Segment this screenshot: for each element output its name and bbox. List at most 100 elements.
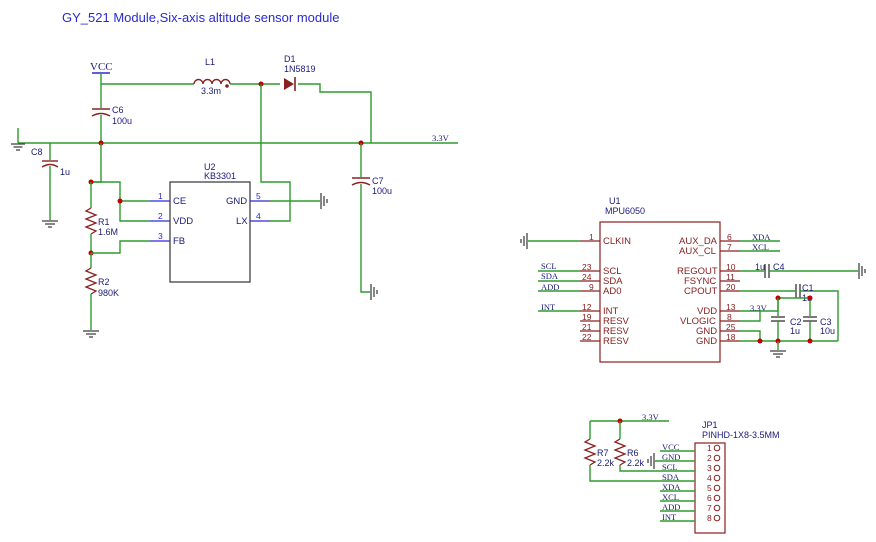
u1-pin-scl: SCL bbox=[603, 266, 621, 277]
u1-pin-1-num: 1 bbox=[589, 232, 594, 242]
jp1-pin-4-num: 4 bbox=[707, 473, 712, 483]
jp1-pin-7-icon bbox=[713, 504, 721, 512]
capacitor-c6: C6 100u bbox=[91, 84, 132, 143]
connector-jp1: JP1 PINHD-1X8-3.5MM 3.3V R7 2.2k R6 2.2k bbox=[583, 412, 780, 534]
u1-pin-sda: SDA bbox=[603, 276, 623, 287]
l1-value: 3.3m bbox=[201, 86, 221, 96]
wire-rail-divider bbox=[91, 143, 102, 183]
u1-pin-gnd-18: GND bbox=[696, 336, 717, 347]
u1-ref: U1 bbox=[609, 196, 621, 206]
r6-ref: R6 bbox=[627, 448, 639, 458]
net-int: INT bbox=[541, 302, 556, 312]
u2-pin-ce: CE bbox=[173, 196, 186, 207]
jp1-pin-5-num: 5 bbox=[707, 483, 712, 493]
jp1-value: PINHD-1X8-3.5MM bbox=[702, 430, 780, 440]
wire-u2-lx bbox=[260, 84, 291, 222]
u1-pin-cpout: CPOUT bbox=[684, 286, 717, 297]
l1-ref: L1 bbox=[205, 57, 215, 67]
resistor-r1: R1 1.6M bbox=[84, 182, 118, 253]
u1-pin-8-num: 8 bbox=[727, 312, 732, 322]
wire-d1-out bbox=[298, 83, 372, 143]
u2-ref: U2 bbox=[204, 162, 216, 172]
jp1-pin-2-num: 2 bbox=[707, 453, 712, 463]
u1-pin-24-num: 24 bbox=[582, 272, 592, 282]
ground-icon bbox=[770, 350, 786, 358]
r1-value: 1.6M bbox=[98, 227, 118, 237]
ic-u1-mpu6050: U1 MPU6050 1 23 24 9 12 19 21 22 CLKIN S… bbox=[580, 196, 740, 363]
u2-pin-4-num: 4 bbox=[256, 211, 261, 221]
u1-right-wiring: XDA XCL 1u C4 C1 1u 3.3V C2 1u bbox=[740, 232, 866, 358]
ic-u2-kb3301: U2 KB3301 1 2 3 CE VDD FB 5 4 GND LX bbox=[150, 162, 270, 283]
jp1-pin-1-num: 1 bbox=[707, 443, 712, 453]
u1-pin-aux-cl: AUX_CL bbox=[679, 246, 716, 257]
c7-ref: C7 bbox=[372, 176, 384, 186]
c3-value: 10u bbox=[820, 326, 835, 336]
jp1-pin-8-num: 8 bbox=[707, 513, 712, 523]
d1-value: 1N5819 bbox=[284, 64, 316, 74]
jp1-pin-8-icon bbox=[713, 514, 721, 522]
jp1-pin-5-icon bbox=[713, 484, 721, 492]
c6-ref: C6 bbox=[112, 105, 124, 115]
u2-pin-5-num: 5 bbox=[256, 191, 261, 201]
u1-pin-21-num: 21 bbox=[582, 322, 592, 332]
u1-pin-resv-19: RESV bbox=[603, 316, 630, 327]
ground-icon bbox=[11, 143, 25, 151]
u1-pin-resv-21: RESV bbox=[603, 326, 630, 337]
c1-ref: C1 bbox=[802, 283, 814, 293]
junction-c3-top bbox=[807, 295, 813, 301]
inductor-l1: L1 3.3m bbox=[193, 57, 231, 96]
u1-pin-int: INT bbox=[603, 306, 619, 317]
resistor-r2: R2 980K bbox=[83, 253, 119, 338]
u1-pin-9-num: 9 bbox=[589, 282, 594, 292]
r2-value: 980K bbox=[98, 288, 119, 298]
u2-pin-gnd: GND bbox=[226, 196, 247, 207]
u1-pin-20-num: 20 bbox=[726, 282, 736, 292]
r7-value: 2.2k bbox=[597, 458, 615, 468]
net-3v3-jp: 3.3V bbox=[642, 412, 660, 422]
ground-icon bbox=[42, 220, 58, 228]
jp1-net-1: VCC bbox=[662, 442, 680, 452]
u1-pin-12-num: 12 bbox=[582, 302, 592, 312]
net-xda: XDA bbox=[752, 232, 771, 242]
c6-value: 100u bbox=[112, 116, 132, 126]
jp1-net-7: ADD bbox=[662, 502, 680, 512]
ground-icon bbox=[83, 330, 99, 338]
u1-pin-6-num: 6 bbox=[727, 232, 732, 242]
jp1-ref: JP1 bbox=[702, 420, 718, 430]
u1-left-wiring: SCL SDA ADD INT bbox=[520, 233, 580, 312]
r7-ref: R7 bbox=[597, 448, 609, 458]
u1-left-pins: 1 23 24 9 12 19 21 22 CLKIN SCL SDA AD0 … bbox=[580, 232, 631, 347]
jp1-net-5: XDA bbox=[662, 482, 681, 492]
c4-value: 1u bbox=[755, 262, 765, 272]
net-sda: SDA bbox=[541, 271, 559, 281]
u1-pin-10-num: 10 bbox=[726, 262, 736, 272]
jp1-pin-3-icon bbox=[713, 464, 721, 472]
u1-pin-ad0: AD0 bbox=[603, 286, 621, 297]
c4-ref: C4 bbox=[773, 262, 785, 272]
u1-pin-clkin: CLKIN bbox=[603, 236, 631, 247]
ground-icon bbox=[520, 233, 528, 249]
resistor-r6: R6 2.2k bbox=[613, 421, 695, 472]
u1-pin-18-num: 18 bbox=[726, 332, 736, 342]
wire-fb bbox=[91, 240, 150, 254]
resistor-r7: R7 2.2k bbox=[583, 421, 695, 482]
junction-gnd-c3 bbox=[807, 338, 813, 344]
u2-pin-fb: FB bbox=[173, 236, 185, 247]
junction-gnd-u1 bbox=[757, 338, 763, 344]
u1-pin-23-num: 23 bbox=[582, 262, 592, 272]
c7-value: 100u bbox=[372, 186, 392, 196]
jp1-pin-6-num: 6 bbox=[707, 493, 712, 503]
u2-pin-vdd: VDD bbox=[173, 216, 193, 227]
power-section: VCC L1 3.3m D1 1N5819 C6 100u bbox=[11, 54, 458, 338]
r6-value: 2.2k bbox=[627, 458, 645, 468]
jp1-net-8: INT bbox=[662, 512, 677, 522]
u1-right-pins: 6 7 10 11 20 13 8 25 18 AUX_DA AUX_CL RE… bbox=[677, 232, 740, 347]
net-3v3-u1: 3.3V bbox=[750, 303, 768, 313]
c8-ref: C8 bbox=[31, 147, 43, 157]
c3-ref: C3 bbox=[820, 317, 832, 327]
capacitor-c7: C7 100u bbox=[351, 143, 392, 300]
jp1-pins: 1 2 3 4 5 6 7 8 bbox=[707, 443, 721, 523]
wire-vcc-l1 bbox=[100, 73, 194, 85]
u1-pin-13-num: 13 bbox=[726, 302, 736, 312]
jp1-pin-1-icon bbox=[713, 444, 721, 452]
